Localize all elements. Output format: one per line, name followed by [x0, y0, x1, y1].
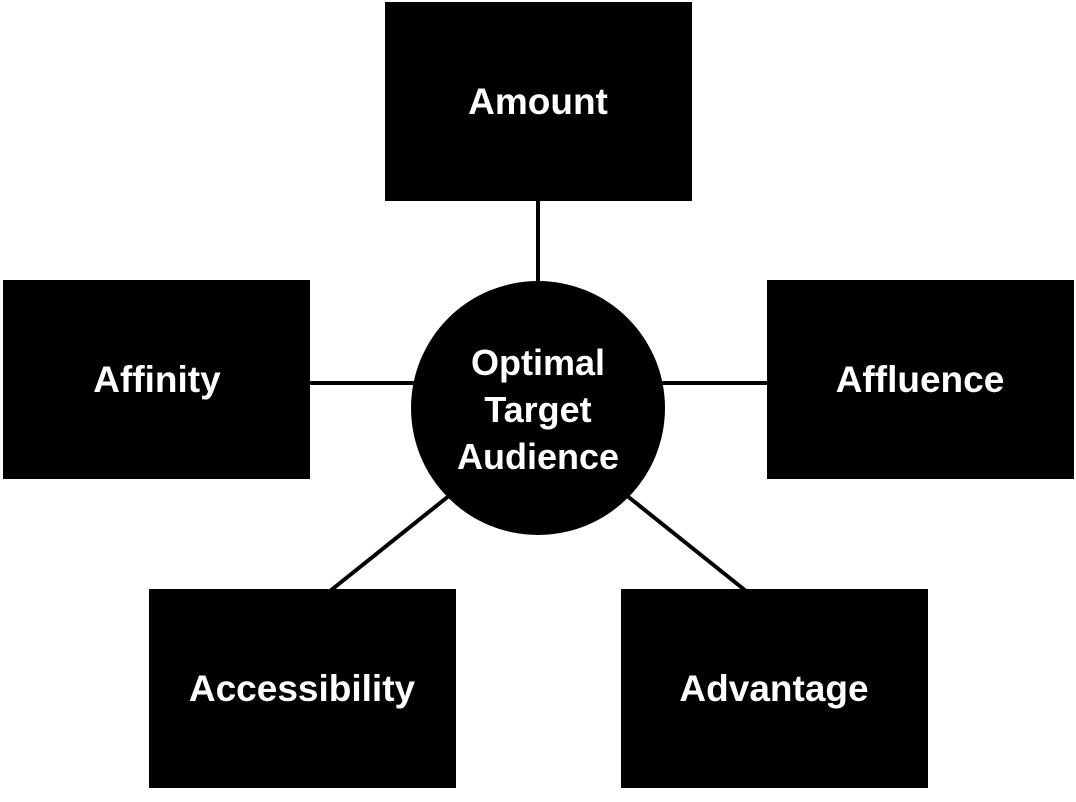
node-affinity-label: Affinity: [93, 359, 221, 400]
node-advantage-label: Advantage: [679, 668, 868, 709]
center-hub: Optimal Target Audience: [411, 281, 665, 535]
node-affinity: Affinity: [3, 280, 310, 479]
node-accessibility: Accessibility: [149, 589, 456, 788]
center-hub-line-1: Optimal: [471, 342, 605, 383]
node-advantage: Advantage: [621, 589, 928, 788]
connector-accessibility: [328, 493, 452, 593]
node-affluence-label: Affluence: [836, 359, 1005, 400]
node-accessibility-label: Accessibility: [189, 668, 416, 709]
center-hub-line-2: Target: [484, 389, 591, 430]
connector-advantage: [624, 493, 748, 593]
node-amount: Amount: [385, 2, 692, 201]
node-affluence: Affluence: [767, 280, 1074, 479]
center-hub-line-3: Audience: [457, 436, 619, 477]
node-amount-label: Amount: [468, 81, 608, 122]
